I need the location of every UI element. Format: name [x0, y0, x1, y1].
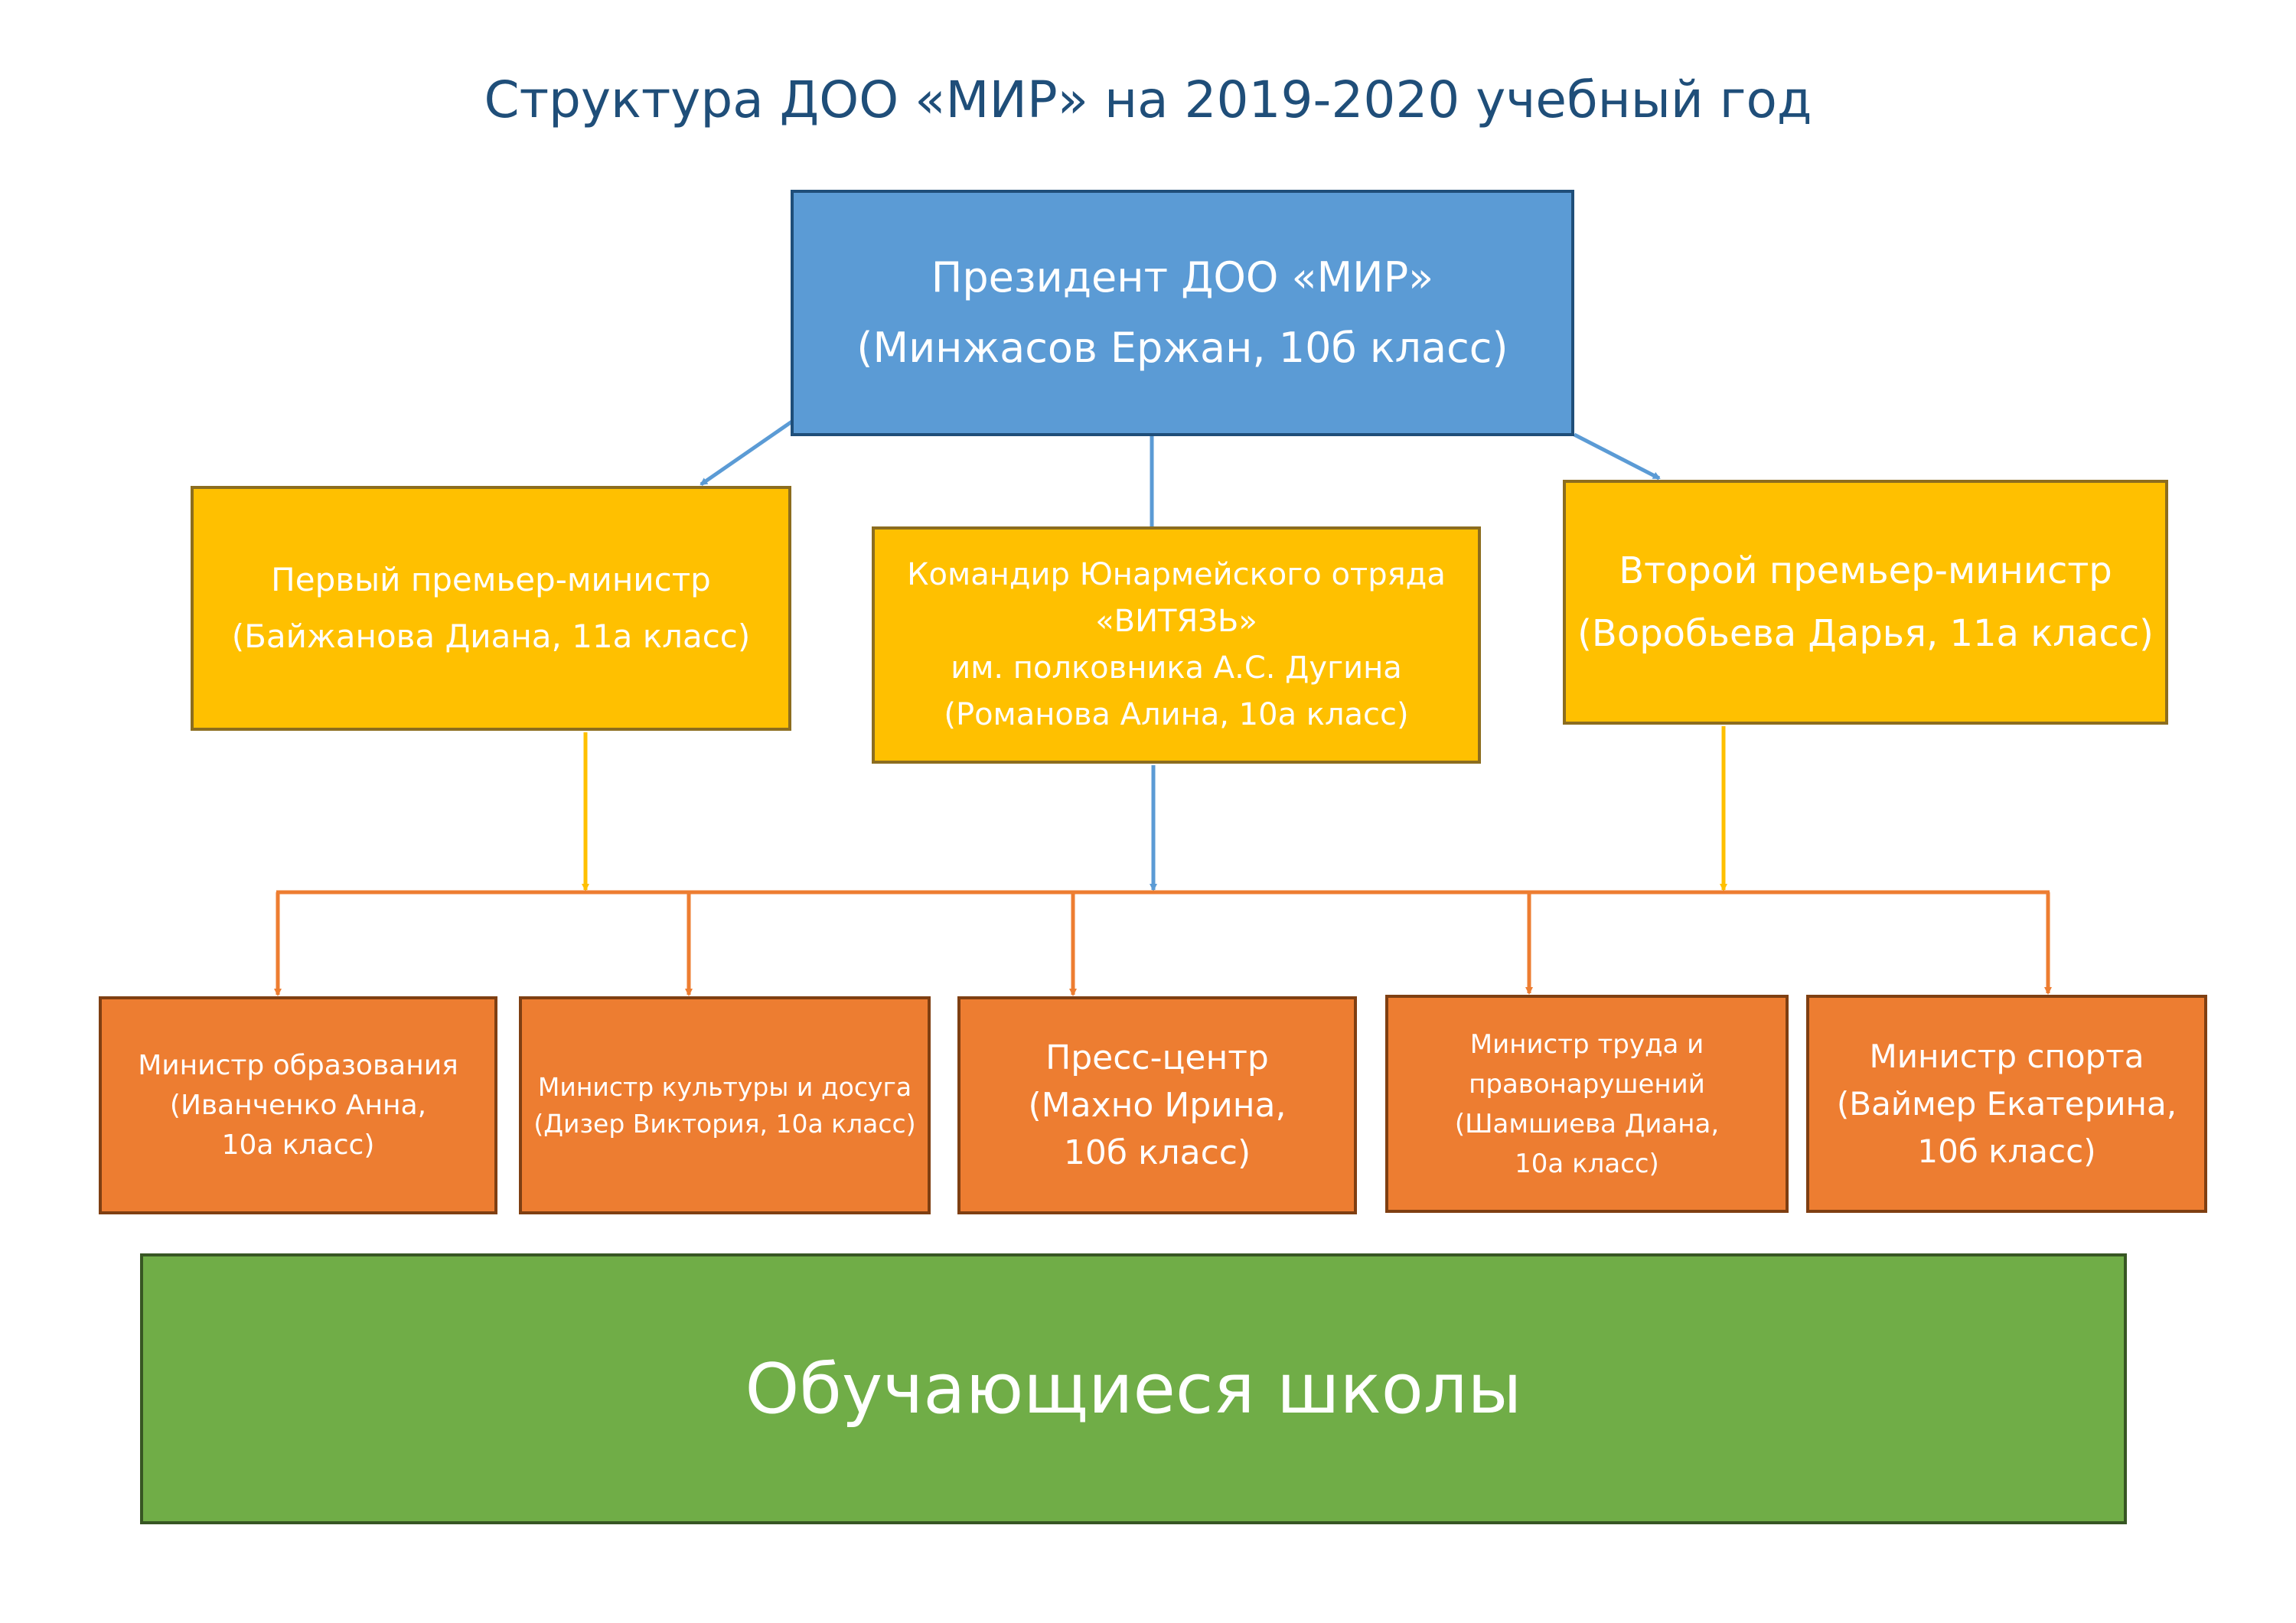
- commander-line1: Командир Юнармейского отряда: [907, 557, 1446, 592]
- minister-culture-person: (Дизер Виктория, 10а класс): [533, 1108, 916, 1139]
- arrow-president-to-first-pm: [700, 419, 794, 487]
- commander-person: (Романова Алина, 10а класс): [944, 697, 1409, 732]
- press-center-box: Пресс-центр (Махно Ирина, 10б класс): [957, 996, 1357, 1214]
- press-center-class: 10б класс): [1063, 1133, 1251, 1172]
- minister-labor-title-1: Министр труда и: [1469, 1028, 1704, 1060]
- students-box: Обучающиеся школы: [140, 1253, 2127, 1524]
- minister-sport-class: 10б класс): [1917, 1132, 2096, 1170]
- minister-culture-title: Министр культуры и досуга: [537, 1071, 912, 1102]
- minister-education-person: (Иванченко Анна,: [169, 1089, 427, 1121]
- press-center-title: Пресс-центр: [1045, 1038, 1269, 1077]
- president-role: Президент ДОО «МИР»: [931, 253, 1434, 301]
- minister-sport-title: Министр спорта: [1869, 1037, 2144, 1075]
- minister-education-class: 10а класс): [221, 1129, 375, 1161]
- arrow-president-to-second-pm: [1573, 432, 1661, 481]
- second-pm-box: Второй премьер-министр (Воробьева Дарья,…: [1563, 480, 2168, 725]
- commander-box: Командир Юнармейского отряда «ВИТЯЗЬ» им…: [872, 526, 1481, 764]
- minister-sport-box: Министр спорта (Ваймер Екатерина, 10б кл…: [1806, 995, 2207, 1213]
- commander-line3: им. полковника А.С. Дугина: [951, 650, 1402, 686]
- president-box: Президент ДОО «МИР» (Минжасов Ержан, 10б…: [791, 190, 1574, 436]
- first-pm-box: Первый премьер-министр (Байжанова Диана,…: [191, 486, 791, 731]
- second-pm-role: Второй премьер-министр: [1619, 549, 2112, 592]
- first-pm-role: Первый премьер-министр: [271, 561, 711, 598]
- minister-education-box: Министр образования (Иванченко Анна, 10а…: [99, 996, 497, 1214]
- first-pm-person: (Байжанова Диана, 11а класс): [231, 618, 751, 655]
- minister-labor-box: Министр труда и правонарушений (Шамшиева…: [1385, 995, 1789, 1213]
- minister-labor-title-2: правонарушений: [1469, 1068, 1705, 1100]
- students-label: Обучающиеся школы: [745, 1348, 1522, 1429]
- press-center-person: (Махно Ирина,: [1028, 1085, 1287, 1125]
- minister-culture-box: Министр культуры и досуга (Дизер Виктори…: [519, 996, 931, 1214]
- second-pm-person: (Воробьева Дарья, 11а класс): [1577, 612, 2154, 655]
- minister-labor-person: (Шамшиева Диана,: [1454, 1108, 1720, 1139]
- minister-sport-person: (Ваймер Екатерина,: [1836, 1084, 2177, 1123]
- minister-labor-class: 10а класс): [1515, 1148, 1659, 1179]
- president-person: (Минжасов Ержан, 10б класс): [856, 324, 1508, 372]
- diagram-title: Структура ДОО «МИР» на 2019-2020 учебный…: [484, 70, 1812, 129]
- minister-education-title: Министр образования: [138, 1049, 458, 1081]
- commander-line2: «ВИТЯЗЬ»: [1095, 604, 1257, 639]
